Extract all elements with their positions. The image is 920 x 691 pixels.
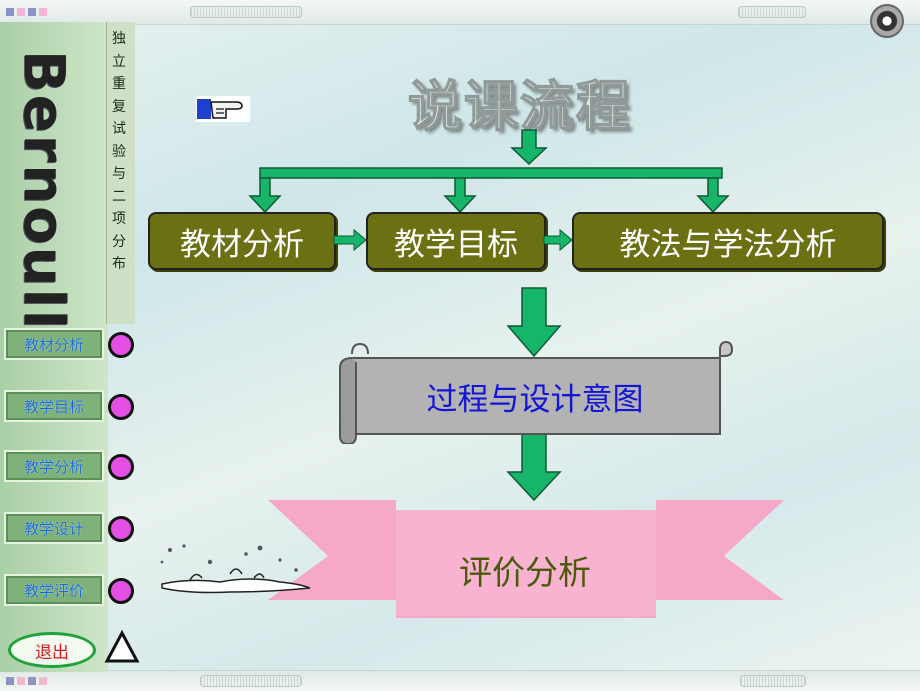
flow-box-method-analysis[interactable]: 教法与学法分析 xyxy=(572,212,884,270)
nav-button-teaching-goals[interactable]: 教学目标 xyxy=(4,390,104,422)
top-square-icon xyxy=(17,8,25,16)
nav-dot-icon[interactable] xyxy=(108,454,134,480)
nav-button-material-analysis[interactable]: 教材分析 xyxy=(4,328,104,360)
top-square-icon xyxy=(39,8,47,16)
bottom-bar-decoration xyxy=(200,675,302,687)
bottom-square-icon xyxy=(28,677,36,685)
ring-icon[interactable] xyxy=(870,4,904,38)
flow-box-teaching-goals[interactable]: 教学目标 xyxy=(366,212,546,270)
bottom-square-icon xyxy=(6,677,14,685)
down-arrow-icon xyxy=(506,287,562,358)
scroll-shape xyxy=(339,340,734,444)
nav-dot-icon[interactable] xyxy=(108,394,134,420)
nav-dot-icon[interactable] xyxy=(108,332,134,358)
triangle-icon[interactable] xyxy=(104,630,140,664)
slide-title: 说课流程 xyxy=(407,73,632,139)
evaluation-analysis-text[interactable]: 评价分析 xyxy=(459,553,591,592)
nav-button-teaching-evaluation[interactable]: 教学评价 xyxy=(4,574,104,606)
vertical-title-strip xyxy=(106,22,135,324)
right-arrow-icon xyxy=(543,228,573,252)
bottom-square-icon xyxy=(39,677,47,685)
branch-arrows xyxy=(248,129,730,214)
evaluation-banner xyxy=(268,500,784,618)
nav-dot-icon[interactable] xyxy=(108,516,134,542)
brand-logo-text: Bernoulli xyxy=(11,50,76,353)
pointing-hand-icon[interactable] xyxy=(196,96,250,122)
bottom-bar-decoration xyxy=(740,675,806,687)
nav-button-teaching-design[interactable]: 教学设计 xyxy=(4,512,104,544)
right-arrow-icon xyxy=(333,228,367,252)
nav-button-teaching-analysis[interactable]: 教学分析 xyxy=(4,450,104,482)
water-splash-icon xyxy=(160,544,311,594)
top-bar-decoration xyxy=(190,6,302,18)
vertical-title: 独立重复试验与二项分布 xyxy=(112,31,126,272)
bottom-square-icon xyxy=(17,677,25,685)
flow-box-material-analysis[interactable]: 教材分析 xyxy=(148,212,336,270)
down-arrow-icon xyxy=(506,433,562,502)
process-design-text[interactable]: 过程与设计意图 xyxy=(426,381,644,418)
top-bar xyxy=(0,0,920,25)
nav-dot-icon[interactable] xyxy=(108,578,134,604)
top-square-icon xyxy=(6,8,14,16)
top-bar-decoration xyxy=(738,6,806,18)
exit-button[interactable]: 退出 xyxy=(8,632,96,668)
top-square-icon xyxy=(28,8,36,16)
bottom-bar xyxy=(0,670,920,691)
